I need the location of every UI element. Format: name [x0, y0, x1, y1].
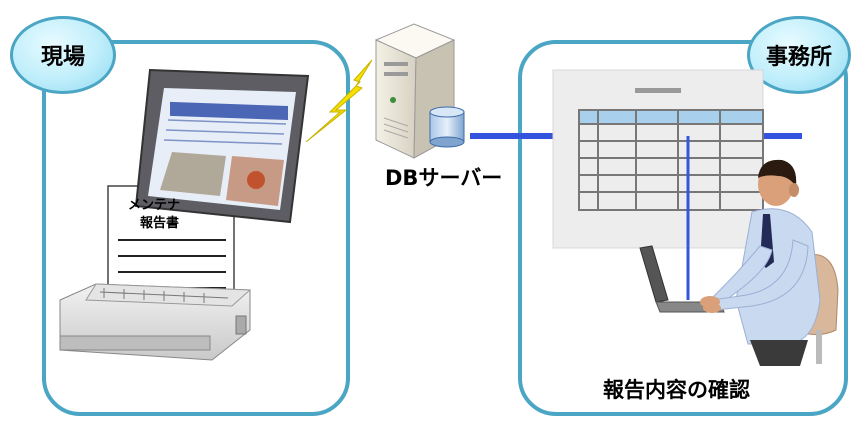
tablet-icon [134, 68, 310, 224]
office-label-bubble: 事務所 [747, 16, 851, 94]
site-label: 現場 [40, 45, 85, 70]
office-worker-icon [700, 159, 839, 366]
server-label: DBサーバー [385, 166, 503, 190]
wireless-lightning-icon [305, 59, 373, 143]
report-sheet-title-line2: 報告書 [140, 216, 180, 231]
office-caption: 報告内容の確認 [603, 378, 750, 402]
site-label-bubble: 現場 [10, 16, 116, 94]
spreadsheet-board [552, 69, 764, 249]
printer-icon [59, 283, 252, 361]
report-sheet-title-line1: メンテナ [128, 198, 181, 213]
db-server-icon [374, 23, 465, 159]
office-label: 事務所 [765, 45, 832, 70]
